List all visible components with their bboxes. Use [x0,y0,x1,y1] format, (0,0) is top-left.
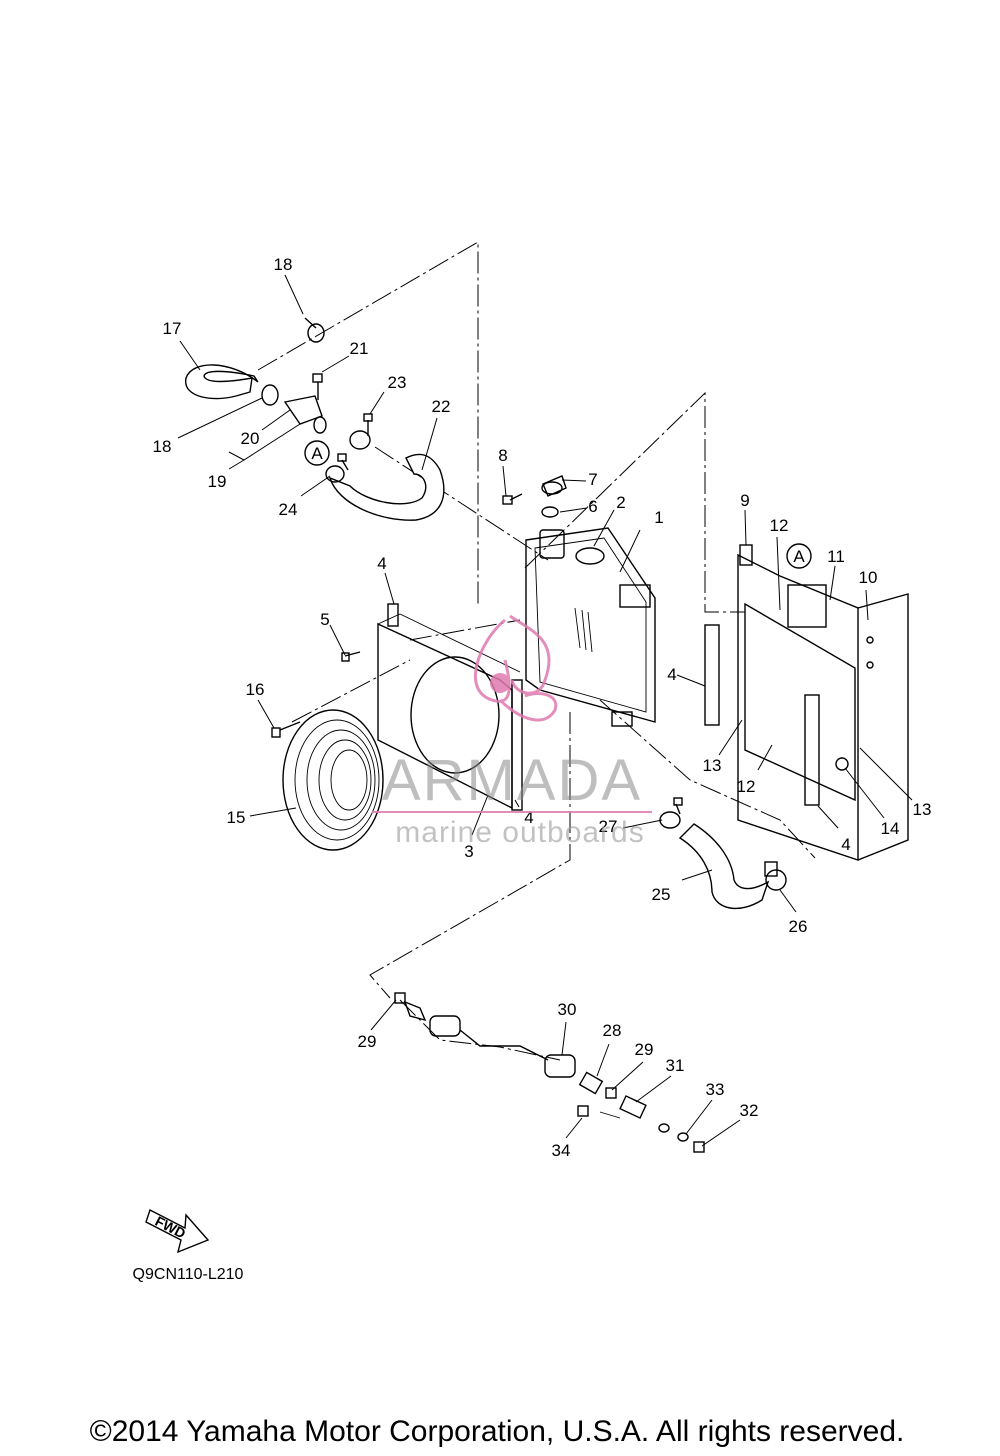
svg-text:FWD: FWD [153,1213,189,1242]
callout-2: 2 [616,493,625,512]
callout-13: 13 [703,756,722,775]
callout-12: 12 [737,777,756,796]
callout-labels: 1 2 3 4 4 4 4 5 6 7 8 9 10 11 12 12 13 1… [153,255,932,1160]
callout-11: 11 [827,547,845,566]
callout-4: 4 [377,554,386,573]
callout-34: 34 [552,1141,571,1160]
watermark-brand: ARMADA [382,748,642,813]
callout-19: 19 [208,472,227,491]
callout-26: 26 [789,917,808,936]
side-panel [704,544,909,861]
callout-29: 29 [635,1040,654,1059]
callout-6: 6 [588,497,597,516]
callout-20: 20 [241,429,260,448]
callout-23: 23 [388,373,407,392]
diagram-code: Q9CN110-L210 [133,1266,244,1283]
fan-shroud [341,603,523,811]
reference-marker-a-left: A [304,440,330,466]
svg-text:A: A [793,547,805,566]
hose-17 [185,364,259,400]
callout-29: 29 [358,1032,377,1051]
callout-17: 17 [163,319,182,338]
hose-22 [328,453,445,521]
copyright-notice: ©2014 Yamaha Motor Corporation, U.S.A. A… [90,1415,905,1448]
callout-4: 4 [667,665,676,684]
callout-4: 4 [524,808,533,827]
callout-16: 16 [246,680,265,699]
reference-marker-a-right: A [786,543,812,569]
callout-8: 8 [498,446,507,465]
callout-30: 30 [558,1000,577,1019]
fwd-arrow-icon: FWD [145,1209,210,1254]
callout-3: 3 [464,842,473,861]
callout-12: 12 [770,516,789,535]
callout-31: 31 [666,1056,685,1075]
hose-25 [678,823,770,910]
callout-24: 24 [279,500,298,519]
assembly-guide-lines [257,241,816,1061]
callout-18: 18 [274,255,293,274]
callout-5: 5 [320,610,329,629]
watermark-tagline: marine outboards [395,816,644,849]
radiator [502,475,656,727]
leader-lines [177,274,913,1147]
callout-32: 32 [740,1101,759,1120]
callout-7: 7 [588,470,597,489]
callout-15: 15 [227,808,246,827]
upper-hose-assembly [185,317,445,521]
svg-text:A: A [311,444,323,463]
callout-27: 27 [599,817,618,836]
callout-18: 18 [153,437,172,456]
callout-13: 13 [913,800,932,819]
callout-21: 21 [350,339,369,358]
callout-25: 25 [652,885,671,904]
sensor-assembly [394,992,705,1153]
callout-4: 4 [841,835,850,854]
callout-14: 14 [881,819,900,838]
callout-28: 28 [603,1021,622,1040]
callout-1: 1 [654,508,663,527]
callout-9: 9 [740,491,749,510]
callout-22: 22 [432,397,451,416]
armada-watermark-logo [372,614,652,813]
callout-10: 10 [859,568,878,587]
cooling-fan [271,709,384,851]
callout-33: 33 [706,1080,725,1099]
